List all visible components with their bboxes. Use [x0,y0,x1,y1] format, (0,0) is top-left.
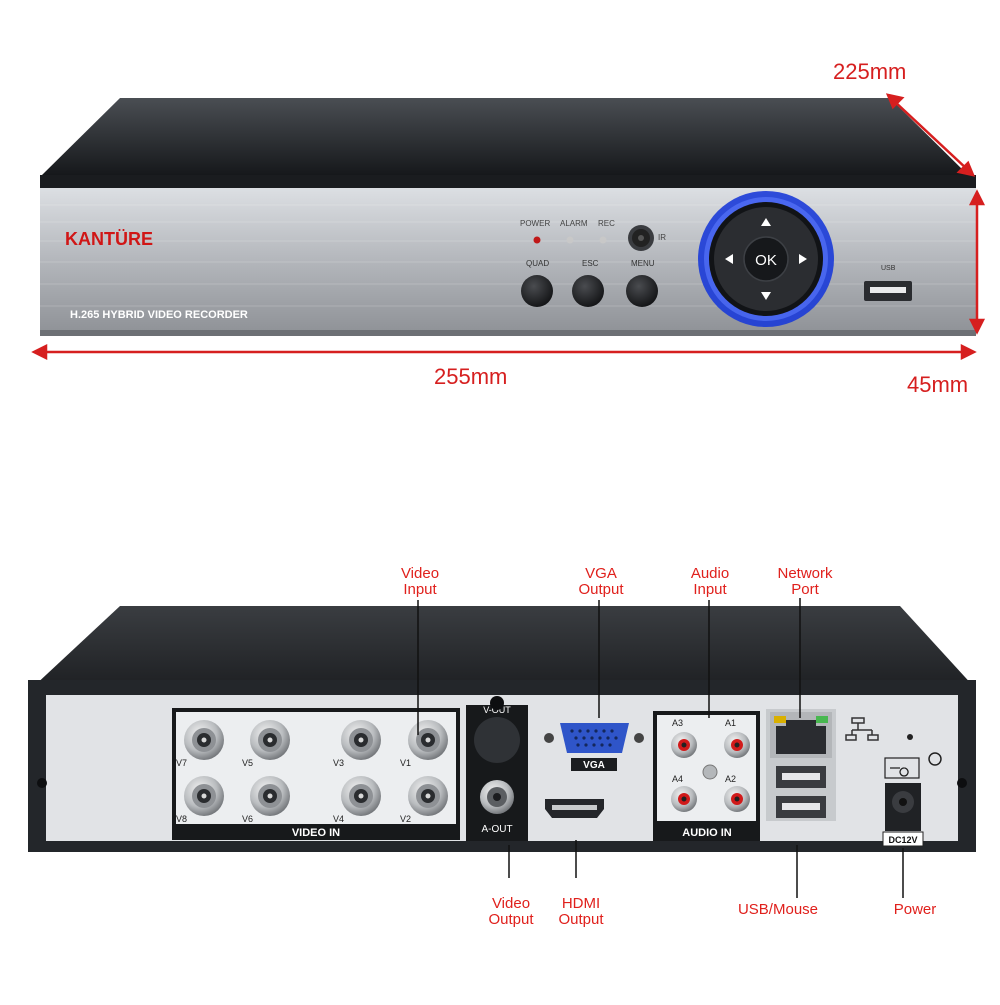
v-out-port[interactable] [474,717,520,763]
dvr-front-view: KANTÜRE H.265 HYBRID VIDEO RECORDER POWE… [31,93,986,361]
v-out-label: V-OUT [483,705,511,715]
callout-video-output: Video Output [476,896,546,928]
callout-video-input-line2: Input [403,581,437,598]
dvr-rear-view: VIDEO IN V7 V5 V3 V1 V8 V6 V4 V2 V-OUT A-OUT V… [28,598,976,898]
bnc-port-v2[interactable] [408,776,448,816]
depth-dimension: 225mm [833,59,907,84]
arrow-down-icon[interactable] [761,292,771,300]
callout-hdmi-output: HDMI Output [546,896,616,928]
rear-usb-port-2[interactable] [776,796,826,818]
audio-in-jack-a4[interactable] [671,786,697,812]
v-out-screw [490,696,504,710]
callout-audio-input-line2: Input [693,581,727,598]
a-out-label: A-OUT [481,824,512,835]
esc-label: ESC [582,259,599,268]
bnc-label-v1: V1 [400,758,411,768]
dc-power-jack[interactable] [885,783,921,831]
ok-label: OK [755,252,777,269]
vga-label: VGA [583,760,605,771]
alarm-led [566,236,574,244]
bnc-label-v2: V2 [400,814,411,824]
dot-marker [907,734,913,740]
bnc-port-v3[interactable] [341,720,381,760]
quad-button[interactable] [521,275,553,307]
menu-button[interactable] [626,275,658,307]
rec-led [599,236,607,244]
callout-audio-input: Audio Input [675,566,745,598]
callout-lines [417,598,904,898]
bnc-port-v1[interactable] [408,720,448,760]
a2-label: A2 [725,774,736,784]
callout-video-input-line1: Video [400,565,440,582]
ground-icon [928,752,942,766]
bnc-port-v5[interactable] [250,720,290,760]
a1-label: A1 [725,718,736,728]
bnc-label-v7: V7 [176,758,187,768]
arrow-up-icon[interactable] [761,218,771,226]
callout-vga-output-line2: Output [578,581,624,598]
a3-label: A3 [672,718,683,728]
audio-in-jack-a3[interactable] [671,732,697,758]
callout-usb-mouse: USB/Mouse [737,901,819,918]
ok-button[interactable] [743,236,789,282]
callout-network-port-line1: Network [777,565,833,582]
arrow-right-icon[interactable] [799,254,807,264]
callout-vga-output: VGA Output [563,566,639,598]
bnc-label-v3: V3 [333,758,344,768]
rear-usb-port-1[interactable] [776,766,826,788]
model-text: H.265 HYBRID VIDEO RECORDER [70,309,248,321]
navigation-pad[interactable]: OK [698,191,834,327]
callout-network-port-line2: Port [791,581,819,598]
callout-audio-input-line1: Audio [690,565,730,582]
menu-label: MENU [631,259,655,268]
bnc-port-v7[interactable] [184,720,224,760]
bnc-label-v8: V8 [176,814,187,824]
callout-vga-output-line1: VGA [585,565,617,582]
network-port[interactable] [770,712,832,758]
width-dimension: 255mm [434,364,508,389]
audio-in-jack-a1[interactable] [724,732,750,758]
hdmi-port[interactable] [545,799,604,818]
usb-label: USB [881,265,896,272]
dimension-arrows [31,93,986,361]
ir-label: IR [658,233,666,242]
bnc-label-v5: V5 [242,758,253,768]
audio-in-jack-a2[interactable] [724,786,750,812]
callout-network-port: Network Port [764,566,846,598]
quad-label: QUAD [526,259,549,268]
dc-polarity-icon [884,757,920,779]
led-label-power: POWER [520,219,550,228]
brand-logo: KANTÜRE [65,229,153,249]
bnc-label-v4: V4 [333,814,344,824]
screw-left [37,778,47,788]
esc-button[interactable] [572,275,604,307]
led-label-rec: REC [598,219,615,228]
height-dimension: 45mm [907,372,969,397]
a4-label: A4 [672,774,683,784]
bnc-port-v6[interactable] [250,776,290,816]
dc-label: DC12V [888,835,917,845]
ground-screw [702,764,718,780]
bnc-port-v4[interactable] [341,776,381,816]
vga-port[interactable] [544,723,644,753]
ir-sensor [628,225,654,251]
network-icon [845,717,879,741]
screw-right [957,778,967,788]
led-label-alarm: ALARM [560,219,588,228]
callout-video-output-line2: Output [488,911,534,928]
video-in-title: VIDEO IN [292,827,340,839]
front-usb-port[interactable] [864,281,912,301]
callout-hdmi-output-line1: HDMI [561,895,601,912]
bnc-port-v8[interactable] [184,776,224,816]
audio-in-title: AUDIO IN [682,827,732,839]
power-led [533,236,541,244]
arrow-left-icon[interactable] [725,254,733,264]
callout-video-input: Video Input [386,566,454,598]
callout-power: Power [893,901,937,918]
callout-video-output-line1: Video [491,895,531,912]
bnc-label-v6: V6 [242,814,253,824]
callout-hdmi-output-line2: Output [558,911,604,928]
